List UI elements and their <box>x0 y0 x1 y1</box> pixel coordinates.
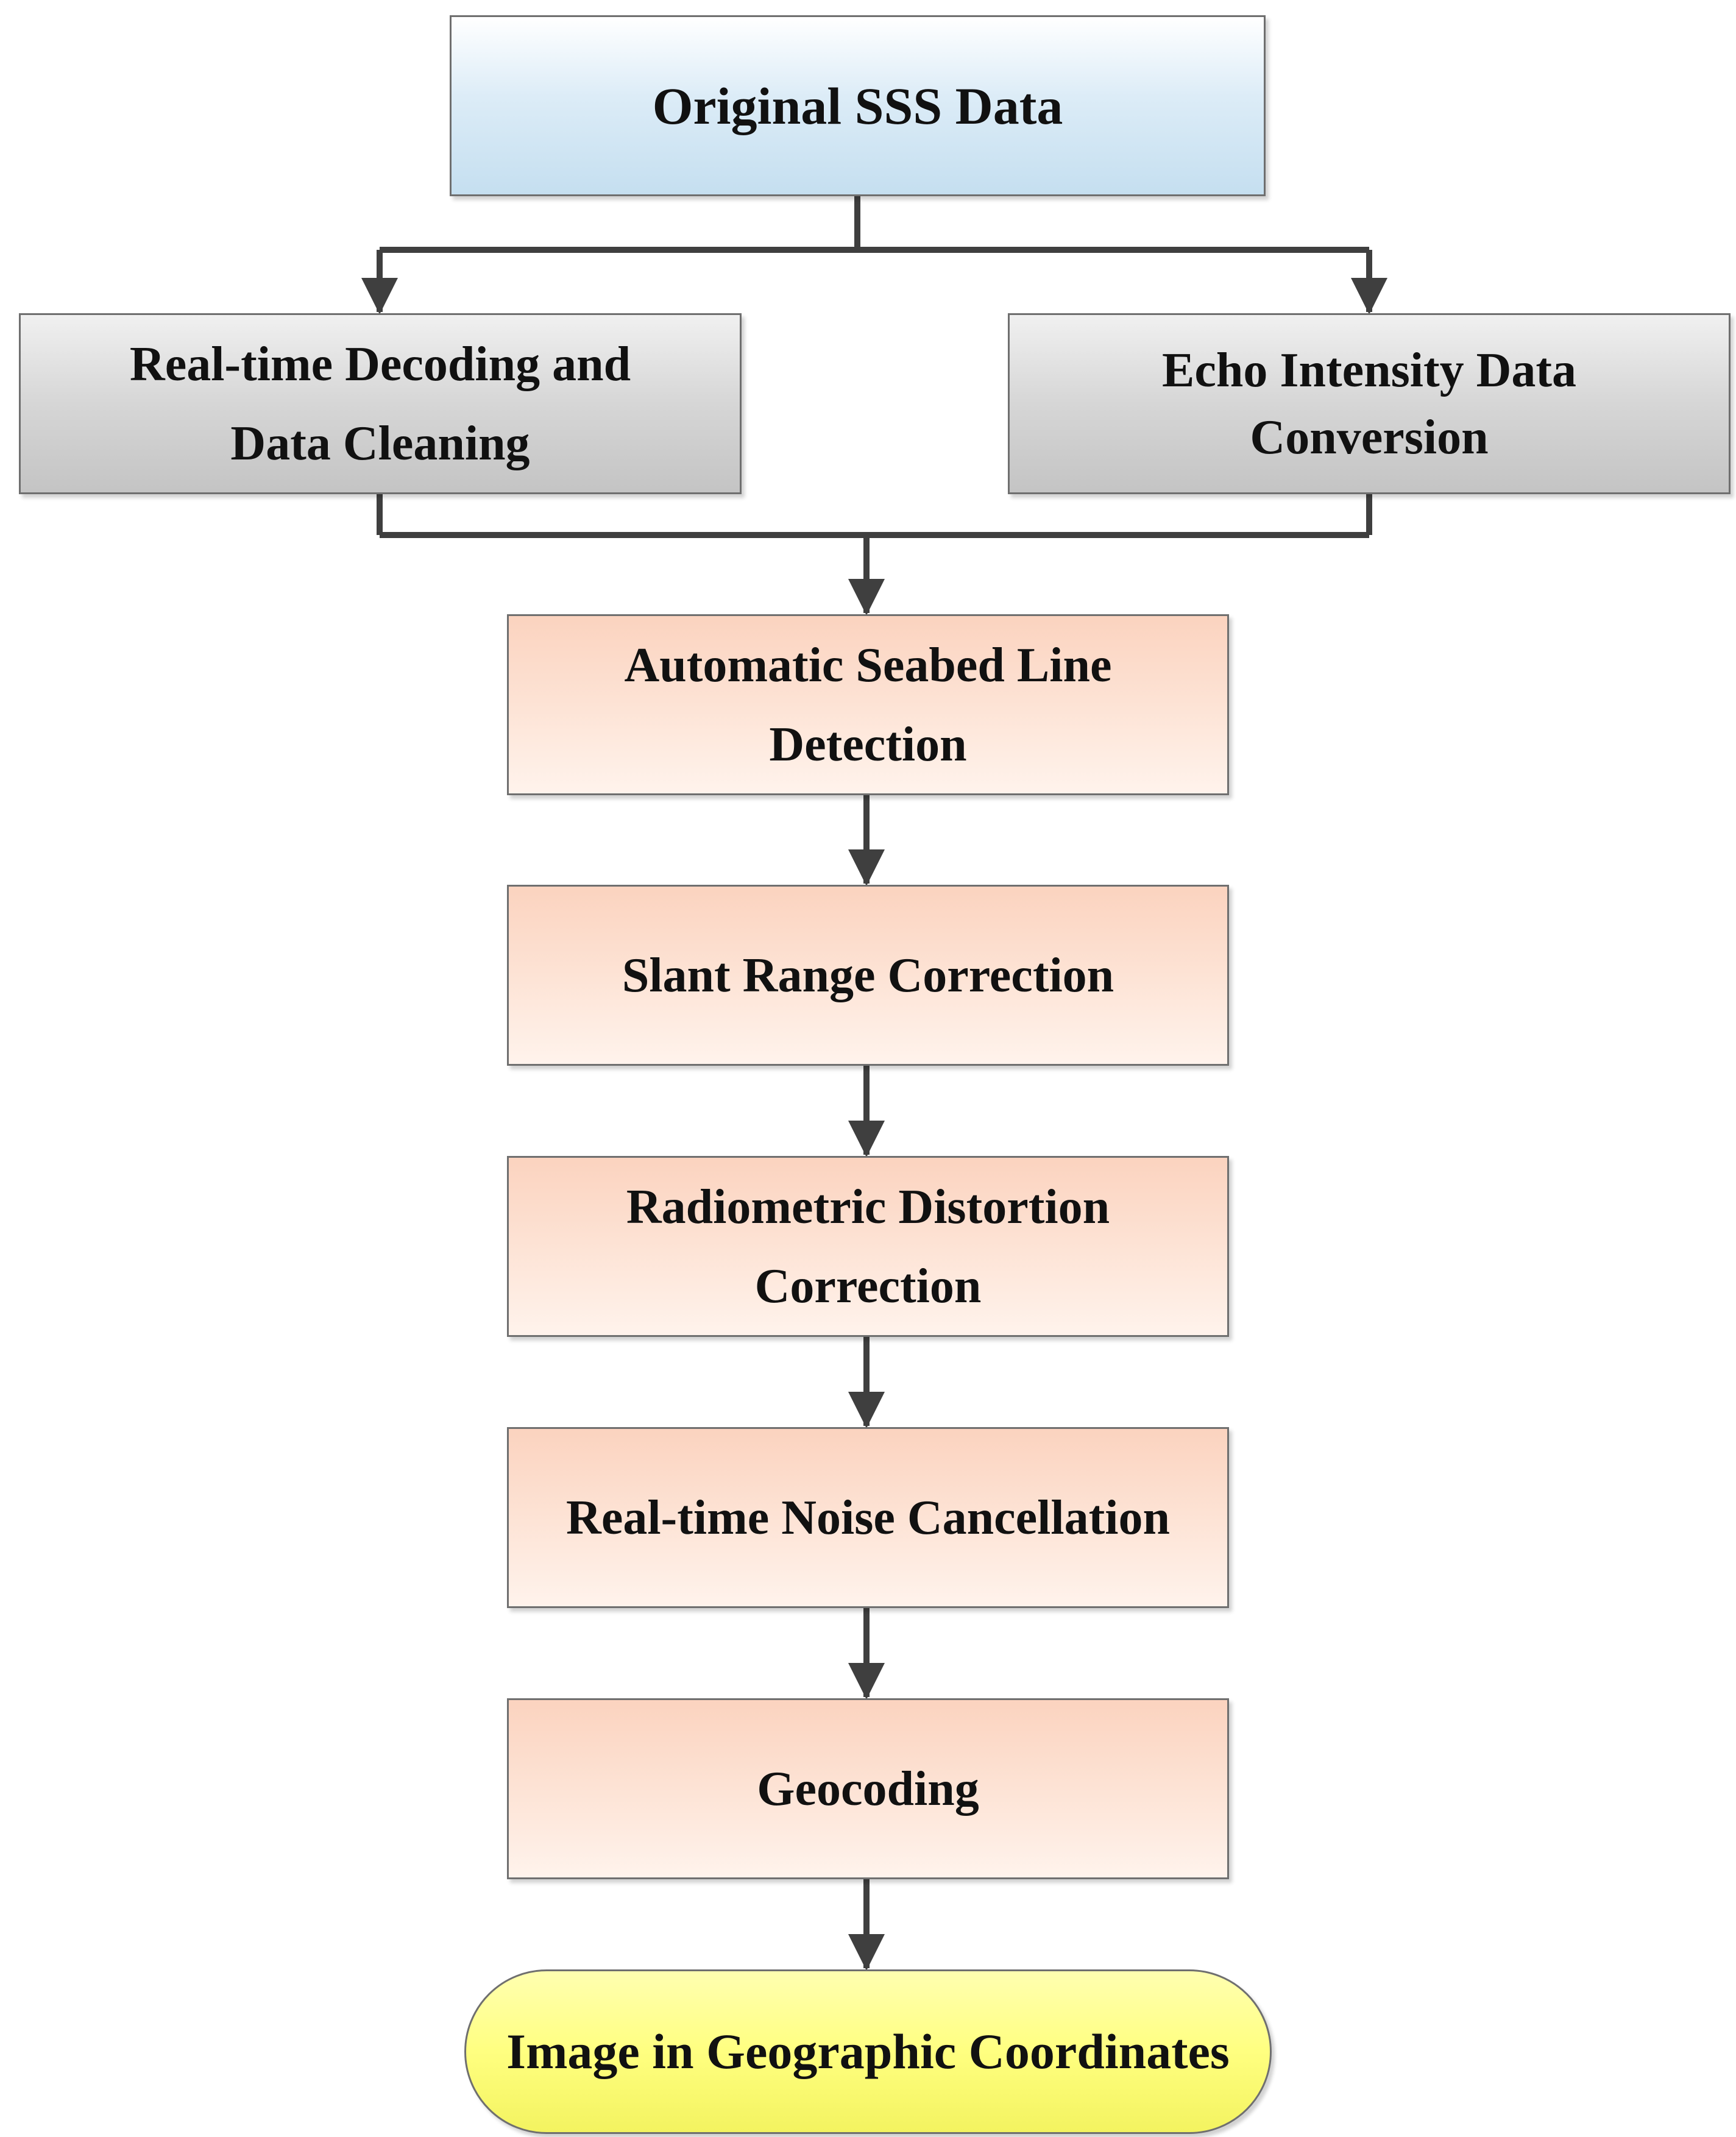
node-seabed-line-detection-line-1: Automatic Seabed Line <box>624 638 1112 692</box>
node-radiometric-distortion-correction-line-1: Radiometric Distortion <box>626 1180 1110 1234</box>
node-geocoding: Geocoding <box>507 1698 1229 1879</box>
node-echo-intensity-conversion: Echo Intensity Data Conversion <box>1008 313 1731 494</box>
node-echo-intensity-conversion-line-1: Echo Intensity Data <box>1161 343 1577 397</box>
node-decoding-cleaning: Real-time Decoding and Data Cleaning <box>19 313 742 494</box>
node-radiometric-distortion-correction-line-2: Correction <box>754 1259 982 1313</box>
node-seabed-line-detection-line-2: Detection <box>769 717 967 771</box>
node-decoding-cleaning-line-2: Data Cleaning <box>230 416 530 470</box>
node-image-geographic-coordinates-label: Image in Geographic Coordinates <box>506 2024 1230 2079</box>
node-noise-cancellation-label: Real-time Noise Cancellation <box>566 1490 1170 1545</box>
node-decoding-cleaning-line-1: Real-time Decoding and <box>129 337 631 391</box>
node-seabed-line-detection: Automatic Seabed Line Detection <box>507 614 1229 795</box>
node-radiometric-distortion-correction: Radiometric Distortion Correction <box>507 1156 1229 1337</box>
node-geocoding-label: Geocoding <box>757 1762 979 1816</box>
node-slant-range-correction: Slant Range Correction <box>507 885 1229 1066</box>
node-image-geographic-coordinates: Image in Geographic Coordinates <box>464 1969 1272 2134</box>
node-slant-range-correction-label: Slant Range Correction <box>622 948 1114 1002</box>
node-noise-cancellation: Real-time Noise Cancellation <box>507 1427 1229 1608</box>
node-original-sss-data: Original SSS Data <box>450 15 1266 196</box>
node-original-sss-data-label: Original SSS Data <box>652 76 1063 135</box>
node-echo-intensity-conversion-line-2: Conversion <box>1250 410 1489 464</box>
